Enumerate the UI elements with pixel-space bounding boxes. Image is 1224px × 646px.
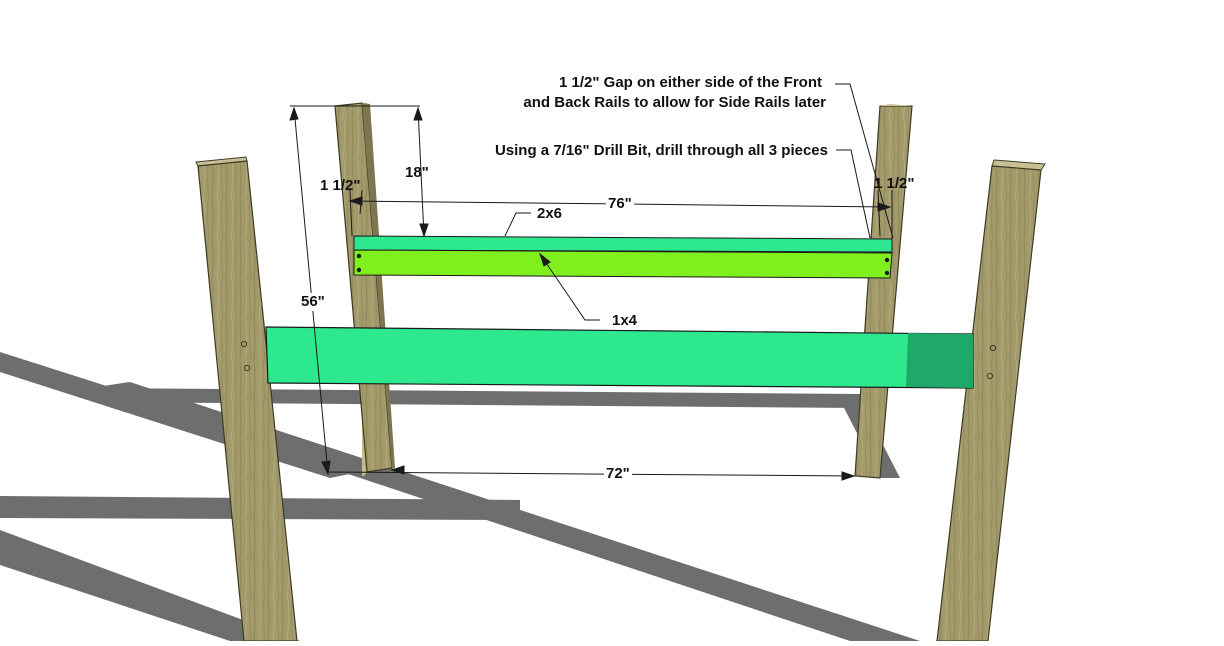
dimension-lines [289,83,894,481]
ground-shadows [0,352,920,641]
shadow-rail [100,388,860,408]
post-spacing-label: 72" [604,465,632,483]
front-right-post [936,159,1046,642]
back-rail-1x4 [353,249,893,279]
shadow-bottom-left [0,530,300,641]
back-rail-2x6 [353,235,893,253]
back-right-post [854,104,913,479]
gap-left-label: 1 1/2" [320,177,361,194]
board-2x6-label: 2x6 [537,205,563,222]
back-left-post [334,102,395,476]
front-rail [265,326,974,389]
gap-note-line2: and Back Rails to allow for Side Rails l… [523,94,826,111]
gap-note-line1: 1 1/2" Gap on either side of the Front [559,74,822,91]
rail-top-height-label: 18" [405,164,429,181]
rail-length-label: 76" [606,195,634,213]
post-height-label: 56" [299,293,327,311]
drill-note: Using a 7/16" Drill Bit, drill through a… [494,142,828,159]
board-1x4-label: 1x4 [612,312,638,329]
gap-right-label: 1 1/2" [874,175,915,192]
